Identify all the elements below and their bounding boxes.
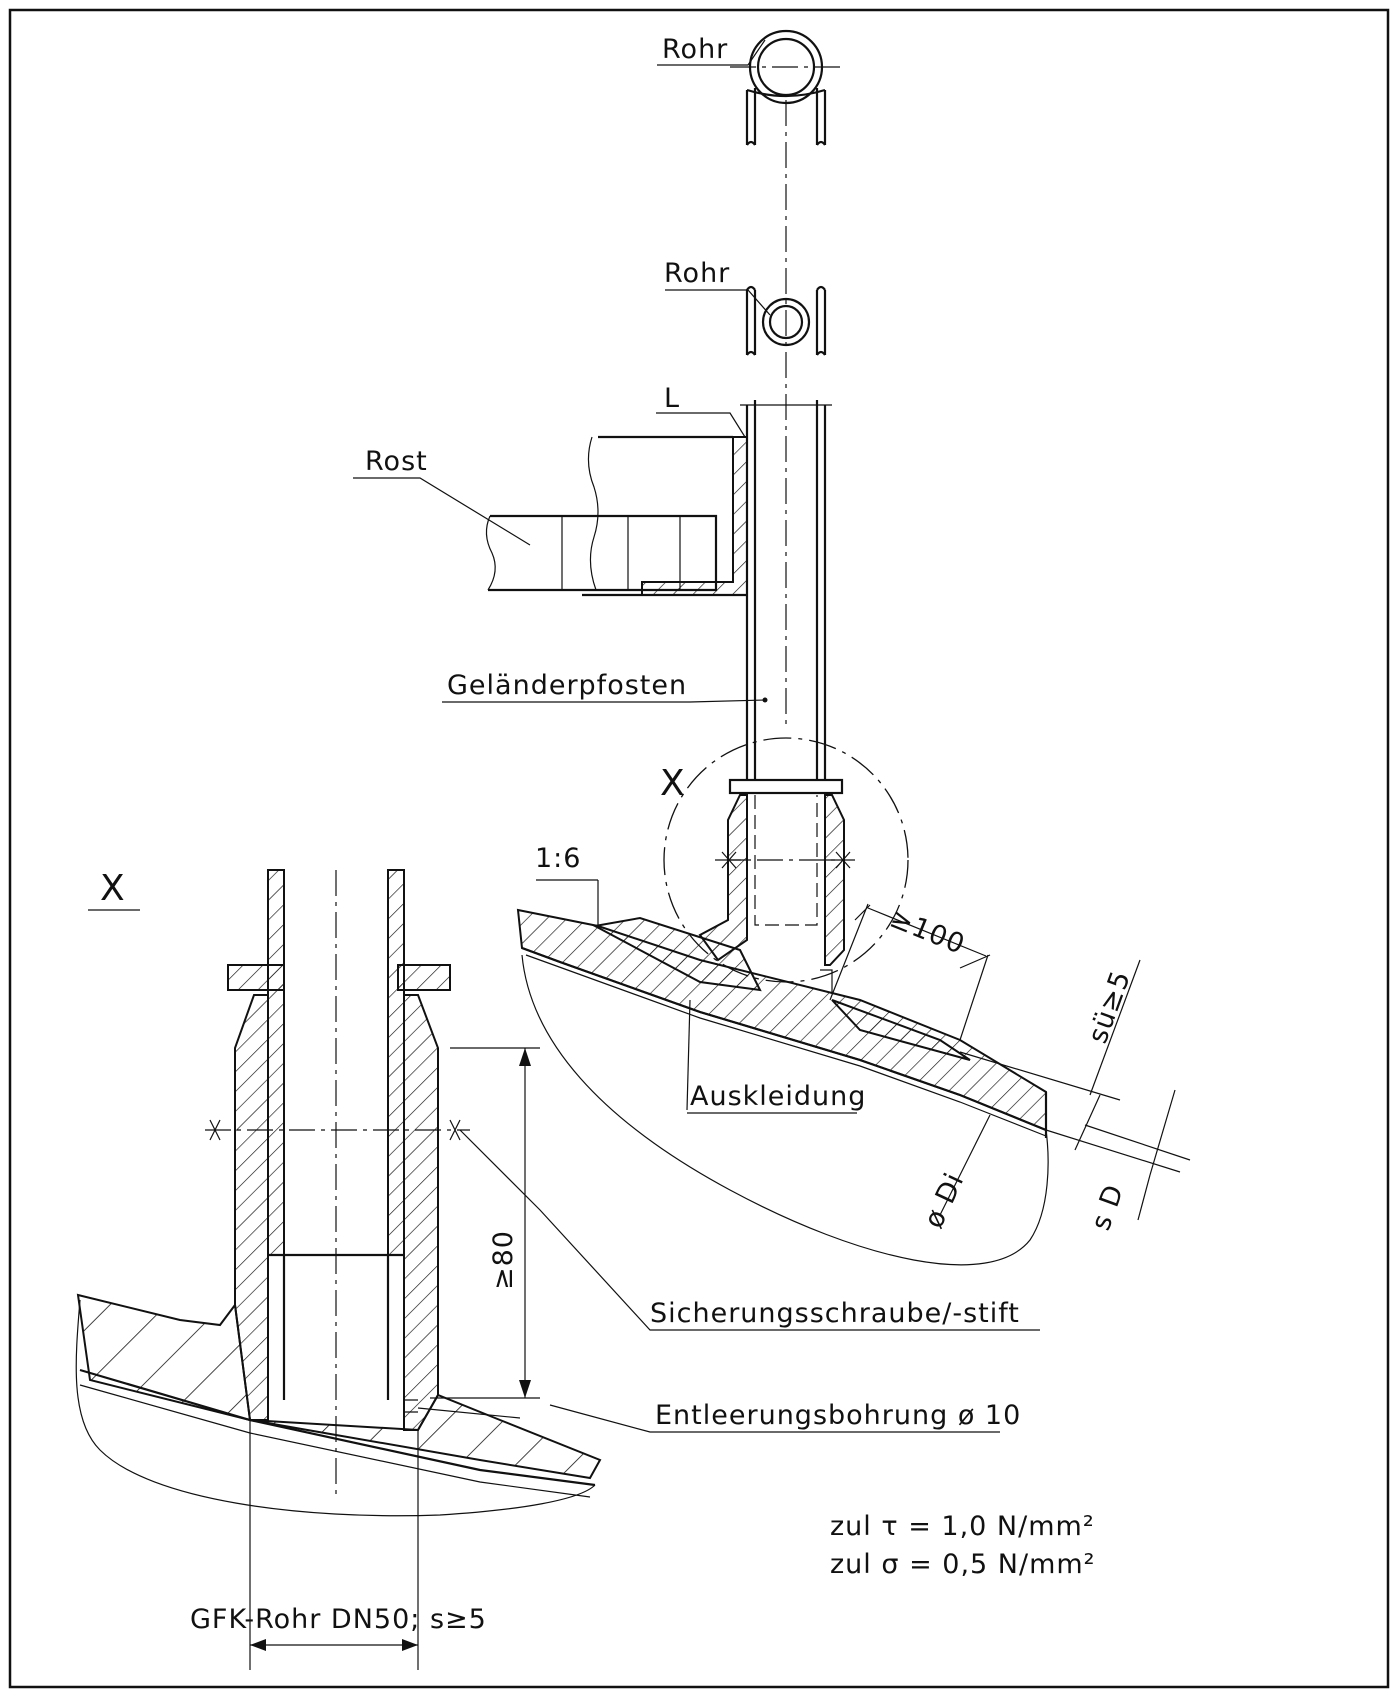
label-detail-x-ref: X bbox=[660, 763, 685, 804]
leader-lines bbox=[88, 39, 1040, 1433]
label-rohr-mid: Rohr bbox=[664, 258, 730, 289]
drawing-frame bbox=[8, 8, 1390, 1689]
label-slope: 1:6 bbox=[535, 843, 581, 874]
label-gelaenderpfosten: Geländerpfosten bbox=[447, 670, 687, 701]
label-sd: s D bbox=[1085, 1180, 1130, 1234]
dimension-100 bbox=[829, 903, 991, 1041]
dimension-su-sd bbox=[959, 959, 1191, 1221]
label-gfk: GFK-Rohr DN50; s≥5 bbox=[190, 1604, 487, 1635]
detail-x-view bbox=[75, 869, 602, 1670]
label-di: ø Di bbox=[918, 1168, 970, 1233]
label-dim-100: ≥100 bbox=[885, 903, 969, 961]
label-entleerung: Entleerungsbohrung ø 10 bbox=[655, 1400, 1021, 1431]
socket-assembly bbox=[698, 778, 855, 992]
label-dim-80: ≥80 bbox=[488, 1230, 519, 1290]
label-l-profile: L bbox=[664, 383, 680, 414]
label-su: sü≥5 bbox=[1082, 966, 1137, 1047]
label-formula-tau: zul τ = 1,0 N/mm² bbox=[830, 1511, 1095, 1542]
top-rohr-part bbox=[730, 29, 842, 146]
di-leader bbox=[939, 1114, 991, 1216]
label-detail-x-title: X bbox=[100, 868, 125, 909]
mid-rohr-part bbox=[745, 285, 827, 356]
dimension-80 bbox=[430, 1047, 540, 1399]
label-formula-sigma: zul σ = 0,5 N/mm² bbox=[830, 1549, 1096, 1580]
rost-grating bbox=[485, 435, 748, 597]
label-sicherung: Sicherungsschraube/-stift bbox=[650, 1298, 1020, 1329]
label-rohr-top: Rohr bbox=[662, 34, 728, 65]
vessel-wall-section bbox=[516, 879, 1049, 1266]
label-rost: Rost bbox=[365, 446, 428, 477]
label-auskleidung: Auskleidung bbox=[690, 1081, 866, 1112]
gelaenderpfosten-post bbox=[740, 400, 832, 780]
